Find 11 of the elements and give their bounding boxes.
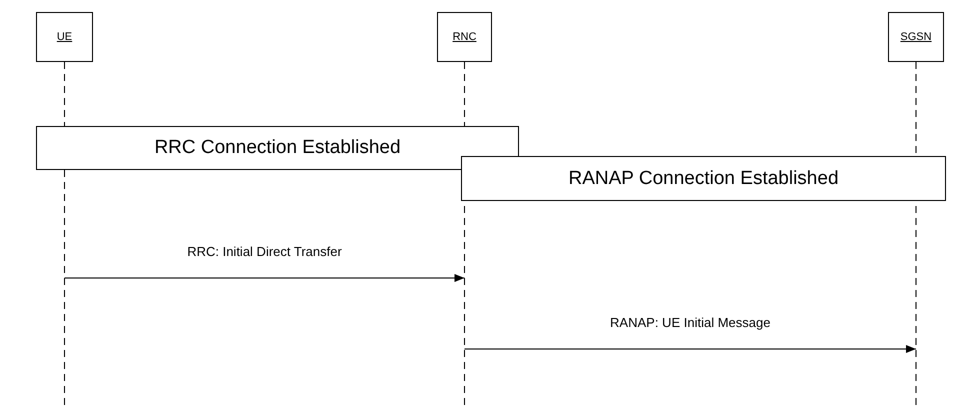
- participant-name: SGSN: [900, 31, 932, 43]
- participant-name: UE: [56, 31, 72, 43]
- state-text: RRC Connection Established: [154, 137, 401, 159]
- message-label: RANAP: UE Initial Message: [610, 315, 770, 330]
- message-label: RRC: Initial Direct Transfer: [187, 244, 342, 259]
- state-text: RANAP Connection Established: [568, 168, 839, 190]
- message-arrow: [464, 345, 916, 353]
- state-box: [36, 126, 519, 170]
- state-box: [461, 156, 946, 201]
- message-arrow: [64, 274, 465, 282]
- participant-name: RNC: [452, 31, 476, 43]
